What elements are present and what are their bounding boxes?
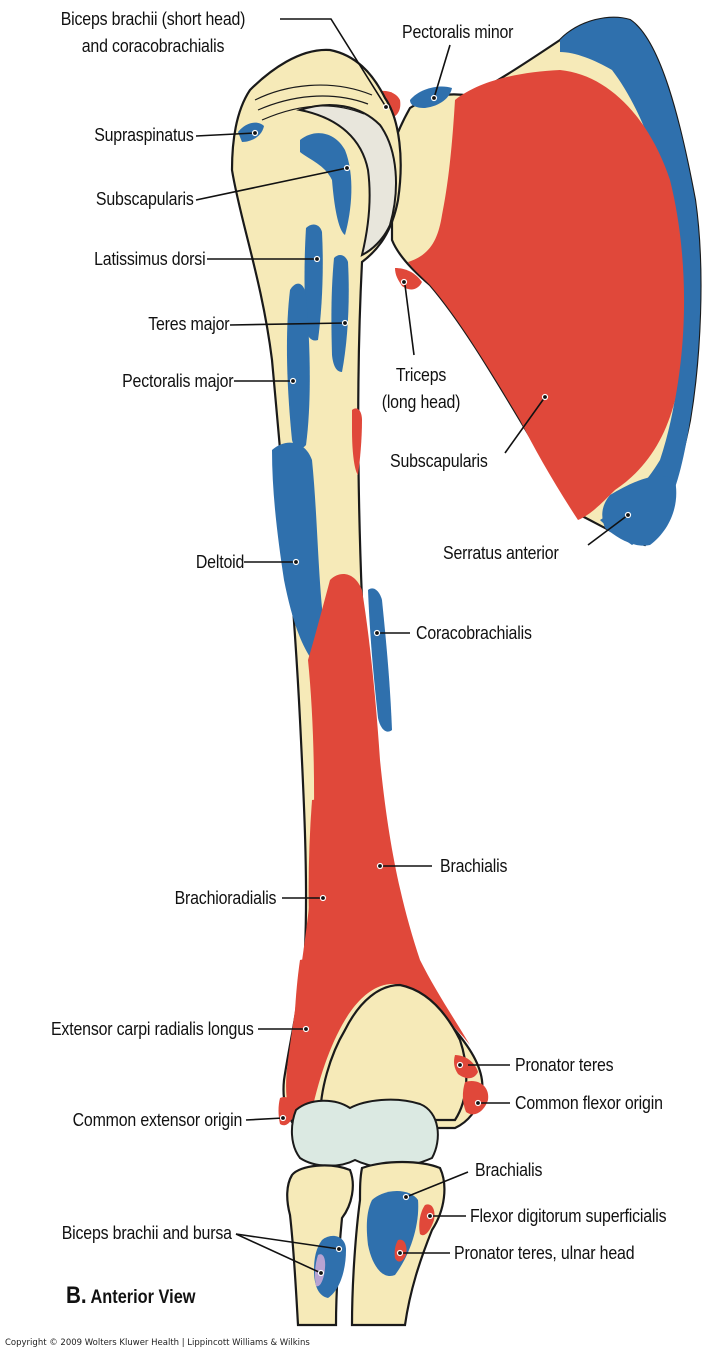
scapula <box>370 16 702 547</box>
brachialis-origin <box>286 574 470 1128</box>
view-title: Anterior View <box>90 1287 196 1308</box>
serratus-anterior-insertion-inferior-angle <box>602 475 677 546</box>
forearm-bones <box>286 1160 446 1327</box>
label-coracobrachialis-origin: and coracobrachialis <box>81 35 225 56</box>
copyright-notice: Copyright © 2009 Wolters Kluwer Health |… <box>5 1338 310 1348</box>
label-triceps-long-head: Triceps <box>395 364 447 385</box>
label-supraspinatus: Supraspinatus <box>94 124 195 145</box>
label-triceps-long-head-sub: (long head) <box>381 391 461 412</box>
label-pectoralis-minor: Pectoralis minor <box>402 21 514 42</box>
triceps-lateral-origin-strip <box>352 408 362 475</box>
teres-major-insertion <box>331 255 349 372</box>
label-serratus-anterior: Serratus anterior <box>443 542 559 563</box>
latissimus-dorsi-insertion <box>304 224 323 341</box>
label-latissimus-dorsi: Latissimus dorsi <box>93 248 205 269</box>
label-subscapularis-scapula: Subscapularis <box>390 450 488 471</box>
flexor-digitorum-superficialis-origin <box>419 1204 435 1236</box>
serratus-anterior-insertion-top <box>560 17 701 545</box>
label-brachioradialis: Brachioradialis <box>174 887 276 908</box>
label-brachialis-ulna: Brachialis <box>475 1159 543 1180</box>
label-subscapularis-humerus: Subscapularis <box>96 188 194 209</box>
pronator-teres-humeral-origin <box>454 1055 478 1079</box>
humerus <box>230 48 489 1169</box>
supraspinatus-insertion <box>238 122 264 142</box>
label-pronator-teres: Pronator teres <box>515 1054 614 1075</box>
label-teres-major: Teres major <box>147 313 229 334</box>
subscapularis-origin <box>408 70 685 520</box>
capitulum-trochlea <box>290 1098 439 1169</box>
subscapularis-insertion <box>300 133 352 235</box>
label-common-extensor-origin: Common extensor origin <box>72 1109 242 1130</box>
pectoralis-major-insertion <box>286 283 310 449</box>
label-coracobrachialis: Coracobrachialis <box>416 622 532 643</box>
brachioradialis-origin <box>308 799 322 940</box>
label-common-flexor-origin: Common flexor origin <box>515 1092 663 1113</box>
label-biceps-brachii-and-bursa: Biceps brachii and bursa <box>61 1222 232 1243</box>
deltoid-insertion <box>272 442 329 664</box>
label-extensor-carpi-radialis-longus: Extensor carpi radialis longus <box>51 1018 254 1039</box>
label-pronator-teres-ulnar-head: Pronator teres, ulnar head <box>454 1242 635 1263</box>
label-deltoid: Deltoid <box>195 551 244 572</box>
leader-lines <box>195 18 632 1277</box>
extensor-carpi-radialis-longus-origin <box>294 959 310 1050</box>
label-flexor-digitorum-superficialis: Flexor digitorum superficialis <box>470 1205 667 1226</box>
figure-caption: B. Anterior View <box>66 1282 196 1310</box>
label-pectoralis-major: Pectoralis major <box>121 370 233 391</box>
label-biceps-short-head: Biceps brachii (short head) <box>60 8 246 29</box>
common-flexor-origin <box>462 1080 489 1115</box>
coracobrachialis-insertion <box>368 588 392 732</box>
panel-letter: B. <box>66 1282 87 1309</box>
humeral-head-articular-surface <box>296 104 397 257</box>
label-brachialis-humerus: Brachialis <box>440 855 508 876</box>
